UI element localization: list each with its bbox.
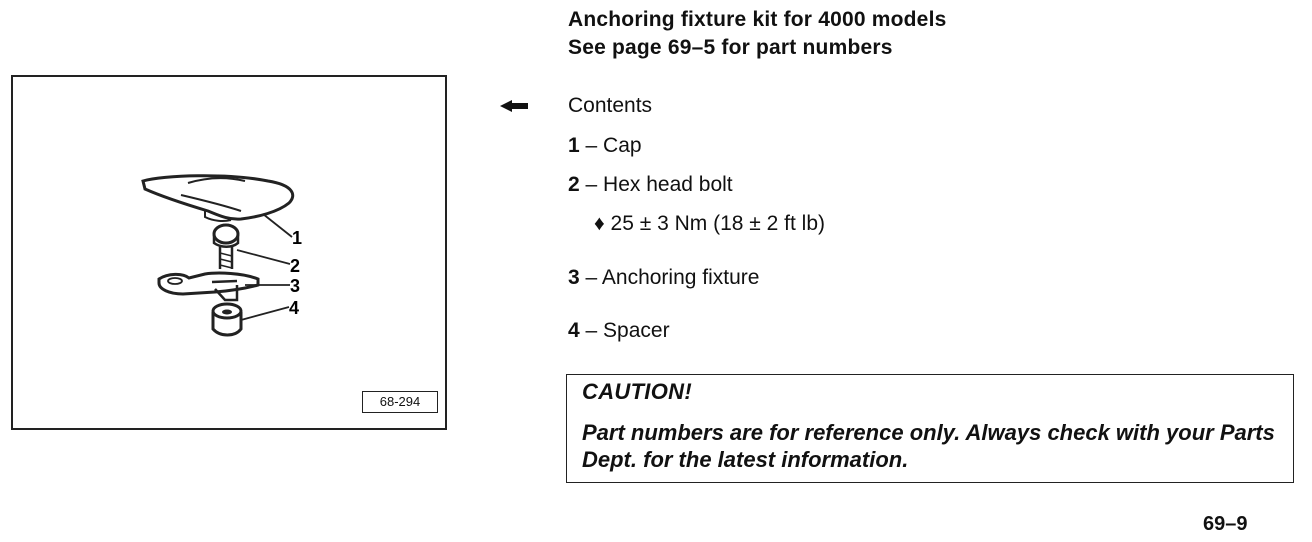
heading-subtitle: See page 69–5 for part numbers <box>568 36 893 59</box>
item-number: 3 <box>568 266 580 289</box>
item-number: 4 <box>568 319 580 342</box>
caution-text: Part numbers are for reference only. Alw… <box>582 420 1275 472</box>
torque-spec: ♦ 25 ± 3 Nm (18 ± 2 ft lb) <box>594 212 826 235</box>
page-heading: Anchoring fixture kit for 4000 models Se… <box>568 6 946 62</box>
anchoring-fixture-drawing: 1 2 3 4 <box>141 174 302 337</box>
callout-3: 3 <box>290 276 300 296</box>
item-label: Spacer <box>603 319 670 342</box>
figure-number: 68-294 <box>362 391 438 413</box>
item-label: Hex head bolt <box>603 173 733 196</box>
list-item: 4 – Spacer <box>568 319 670 343</box>
list-item: 3 – Anchoring fixture <box>568 266 759 290</box>
item-number: 1 <box>568 134 580 157</box>
figure-illustration: 1 2 3 4 68-294 <box>11 75 447 430</box>
arrow-pointer-left-icon <box>500 100 528 112</box>
item-number: 2 <box>568 173 580 196</box>
callout-4: 4 <box>289 298 299 318</box>
item-label: Anchoring fixture <box>601 266 760 289</box>
heading-title: Anchoring fixture kit for 4000 models <box>568 8 947 31</box>
item-separator: – <box>579 266 602 289</box>
item-label: Cap <box>603 134 642 157</box>
contents-title: Contents <box>568 94 653 117</box>
caution-title: CAUTION! <box>582 379 692 404</box>
item-separator: – <box>579 134 604 157</box>
callout-2: 2 <box>290 256 300 276</box>
list-item: 2 – Hex head bolt <box>568 173 733 197</box>
item-separator: – <box>579 319 604 342</box>
item-separator: – <box>579 173 604 196</box>
caution-box: CAUTION! Part numbers are for reference … <box>566 374 1294 483</box>
list-item: 1 – Cap <box>568 134 642 158</box>
callout-1: 1 <box>292 228 302 248</box>
page-number: 69–9 <box>1203 513 1248 535</box>
